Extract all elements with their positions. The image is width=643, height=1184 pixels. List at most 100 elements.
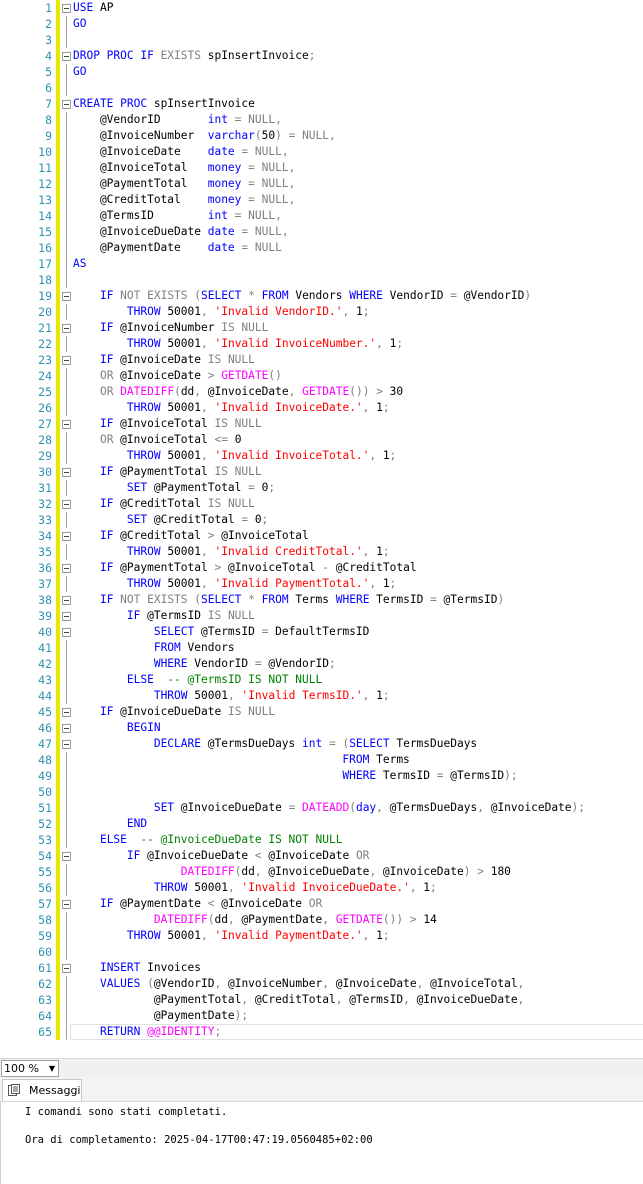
collapse-icon[interactable] [62,100,71,109]
code-line[interactable]: 54 IF @InvoiceDueDate < @InvoiceDate OR [0,848,643,864]
code-line[interactable]: 51 SET @InvoiceDueDate = DATEADD(day, @T… [0,800,643,816]
collapse-icon[interactable] [62,4,71,13]
code-line[interactable]: 53 ELSE -- @InvoiceDueDate IS NOT NULL [0,832,643,848]
collapse-icon[interactable] [62,852,71,861]
code-token: dd [241,865,255,878]
collapse-icon[interactable] [62,420,71,429]
code-line[interactable]: 19 IF NOT EXISTS (SELECT * FROM Vendors … [0,288,643,304]
code-line[interactable]: 30 IF @PaymentTotal IS NULL [0,464,643,480]
code-line[interactable]: 61 INSERT Invoices [0,960,643,976]
code-line[interactable]: 6 [0,80,643,96]
messages-pane[interactable]: I comandi sono stati completati. Ora di … [0,1102,643,1184]
collapse-icon[interactable] [62,724,71,733]
code-token [73,977,100,990]
code-line[interactable]: 3 [0,32,643,48]
code-line[interactable]: 43 ELSE -- @TermsID IS NOT NULL [0,672,643,688]
code-line[interactable]: 16 @PaymentDate date = NULL [0,240,643,256]
code-line[interactable]: 48 FROM Terms [0,752,643,768]
collapse-icon[interactable] [62,740,71,749]
code-line[interactable]: 45 IF @InvoiceDueDate IS NULL [0,704,643,720]
code-token: , [227,689,242,702]
code-line[interactable]: 31 SET @PaymentTotal = 0; [0,480,643,496]
code-line[interactable]: 35 THROW 50001, 'Invalid CreditTotal.', … [0,544,643,560]
line-number: 11 [38,161,52,175]
code-line[interactable]: 39 IF @TermsID IS NULL [0,608,643,624]
code-line[interactable]: 64 @PaymentDate); [0,1008,643,1024]
code-line[interactable]: 14 @TermsID int = NULL, [0,208,643,224]
collapse-icon[interactable] [62,532,71,541]
code-line[interactable]: 60 [0,944,643,960]
tab-messages[interactable]: Messaggi [2,1079,82,1101]
code-line[interactable]: 38 IF NOT EXISTS (SELECT * FROM Terms WH… [0,592,643,608]
code-line[interactable]: 11 @InvoiceTotal money = NULL, [0,160,643,176]
code-line[interactable]: 20 THROW 50001, 'Invalid VendorID.', 1; [0,304,643,320]
code-line[interactable]: 50 [0,784,643,800]
code-line[interactable]: 15 @InvoiceDueDate date = NULL, [0,224,643,240]
code-line[interactable]: 58 DATEDIFF(dd, @PaymentDate, GETDATE())… [0,912,643,928]
code-token: TermsDueDays [396,737,478,750]
collapse-icon[interactable] [62,964,71,973]
zoom-dropdown[interactable]: 100 % ▼ [1,1060,59,1077]
code-token: , [416,977,431,990]
code-line[interactable]: 12 @PaymentTotal money = NULL, [0,176,643,192]
collapse-icon[interactable] [62,292,71,301]
code-line[interactable]: 29 THROW 50001, 'Invalid InvoiceTotal.',… [0,448,643,464]
code-line[interactable]: 55 DATEDIFF(dd, @InvoiceDueDate, @Invoic… [0,864,643,880]
code-line[interactable]: 22 THROW 50001, 'Invalid InvoiceNumber.'… [0,336,643,352]
code-line[interactable]: 36 IF @PaymentTotal > @InvoiceTotal - @C… [0,560,643,576]
code-line[interactable]: 27 IF @InvoiceTotal IS NULL [0,416,643,432]
line-number: 56 [38,881,52,895]
collapse-icon[interactable] [62,564,71,573]
code-line[interactable]: 21 IF @InvoiceNumber IS NULL [0,320,643,336]
code-line[interactable]: 40 SELECT @TermsID = DefaultTermsID [0,624,643,640]
collapse-icon[interactable] [62,356,71,365]
code-line[interactable]: 47 DECLARE @TermsDueDays int = (SELECT T… [0,736,643,752]
code-line[interactable]: 37 THROW 50001, 'Invalid PaymentTotal.',… [0,576,643,592]
code-line[interactable]: 28 OR @InvoiceTotal <= 0 [0,432,643,448]
collapse-icon[interactable] [62,900,71,909]
code-line[interactable]: 46 BEGIN [0,720,643,736]
collapse-icon[interactable] [62,628,71,637]
code-line[interactable]: 8 @VendorID int = NULL, [0,112,643,128]
code-line[interactable]: 62 VALUES (@VendorID, @InvoiceNumber, @I… [0,976,643,992]
code-text: SET @CreditTotal = 0; [73,512,269,528]
code-line[interactable]: 26 THROW 50001, 'Invalid InvoiceDate.', … [0,400,643,416]
code-line[interactable]: 42 WHERE VendorID = @VendorID; [0,656,643,672]
collapse-icon[interactable] [62,596,71,605]
collapse-icon[interactable] [62,52,71,61]
code-line[interactable]: 23 IF @InvoiceDate IS NULL [0,352,643,368]
code-line[interactable]: 24 OR @InvoiceDate > GETDATE() [0,368,643,384]
code-line[interactable]: 33 SET @CreditTotal = 0; [0,512,643,528]
collapse-icon[interactable] [62,612,71,621]
code-line[interactable]: 32 IF @CreditTotal IS NULL [0,496,643,512]
code-line[interactable]: 65 RETURN @@IDENTITY; [0,1024,643,1040]
code-line[interactable]: 9 @InvoiceNumber varchar(50) = NULL, [0,128,643,144]
collapse-icon[interactable] [62,468,71,477]
code-line[interactable]: 56 THROW 50001, 'Invalid InvoiceDueDate.… [0,880,643,896]
code-line[interactable]: 63 @PaymentTotal, @CreditTotal, @TermsID… [0,992,643,1008]
code-line[interactable]: 41 FROM Vendors [0,640,643,656]
line-number: 18 [38,273,52,287]
code-line[interactable]: 13 @CreditTotal money = NULL, [0,192,643,208]
code-line[interactable]: 18 [0,272,643,288]
collapse-icon[interactable] [62,324,71,333]
line-number: 17 [38,257,52,271]
collapse-icon[interactable] [62,708,71,717]
code-line[interactable]: 10 @InvoiceDate date = NULL, [0,144,643,160]
code-line[interactable]: 59 THROW 50001, 'Invalid PaymentDate.', … [0,928,643,944]
code-token: 50 [261,129,276,142]
code-line[interactable]: 25 OR DATEDIFF(dd, @InvoiceDate, GETDATE… [0,384,643,400]
code-line[interactable]: 52 END [0,816,643,832]
collapse-icon[interactable] [62,500,71,509]
code-line[interactable]: 34 IF @CreditTotal > @InvoiceTotal [0,528,643,544]
code-line[interactable]: 44 THROW 50001, 'Invalid TermsID.', 1; [0,688,643,704]
code-line[interactable]: 57 IF @PaymentDate < @InvoiceDate OR [0,896,643,912]
code-line[interactable]: 49 WHERE TermsID = @TermsID); [0,768,643,784]
